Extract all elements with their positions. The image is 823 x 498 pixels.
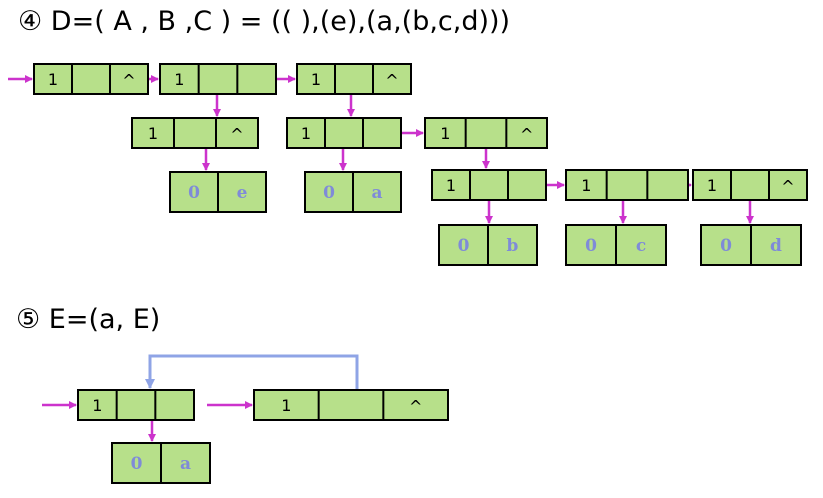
node-tag-label: 1 [148,124,158,143]
heading-list-e: ⑤ E=(a, E) [16,304,161,335]
d-list-node-5: 1 [286,117,402,149]
node-tag-label: 1 [707,176,717,195]
node-tag-label: 1 [446,176,456,195]
e-recursive-back-arrow [145,354,359,405]
node-null-label: ^ [230,125,243,144]
atom-value-label: b [507,236,519,256]
d-list-node-4: 1^ [131,117,259,149]
node-tag-label: 1 [440,124,450,143]
d-list-node-9: 1^ [692,169,808,201]
heading-list-d: ④ D=( A , B ,C ) = (( ),(e),(a,(b,c,d))) [18,6,511,37]
atom-tag-label: 0 [188,183,200,203]
node-tag-label: 1 [92,396,102,415]
node-tag-label: 1 [174,70,184,89]
d-list-node-8: 1 [565,169,689,201]
d-list-node-6: 1^ [424,117,548,149]
node-tag-label: 1 [281,396,291,415]
node-tag-label: 1 [311,70,321,89]
atom-tag-label: 0 [323,183,335,203]
d-list-node-3: 1^ [296,63,412,95]
node-null-label: ^ [385,71,398,90]
atom-value-label: d [770,236,782,256]
node-tag-label: 1 [48,70,58,89]
node-null-label: ^ [781,177,794,196]
atom-value-label: a [180,454,191,474]
e-list-node-1: 1 [77,389,195,421]
d-list-node-1: 1^ [33,63,149,95]
d-list-node-7: 1 [431,169,547,201]
e-list-node-2: 1^ [253,389,449,421]
node-null-label: ^ [520,125,533,144]
atom-tag-label: 0 [720,236,732,256]
d-list-node-2: 1 [159,63,277,95]
atom-value-label: c [636,236,646,256]
node-null-label: ^ [409,397,422,416]
atom-tag-label: 0 [458,236,470,256]
atom-tag-label: 0 [585,236,597,256]
atom-value-label: e [237,183,248,203]
node-null-label: ^ [122,71,135,90]
atom-value-label: a [371,183,382,203]
node-tag-label: 1 [581,176,591,195]
atom-tag-label: 0 [131,454,143,474]
node-tag-label: 1 [301,124,311,143]
